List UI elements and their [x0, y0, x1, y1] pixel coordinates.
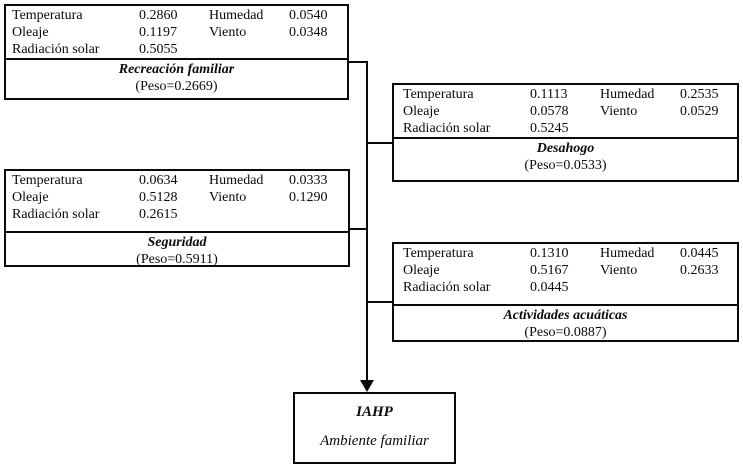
criterion-label: Oleaje — [12, 190, 49, 205]
criterion-label: Oleaje — [403, 263, 440, 278]
criterion-value: 0.2633 — [680, 263, 719, 278]
group-name: Desahogo — [536, 141, 595, 156]
criterion-label: Humedad — [600, 246, 655, 261]
criteria-group-actividades-acuaticas: Temperatura 0.1310 Humedad 0.0445 Oleaje… — [392, 242, 739, 342]
criterion-label: Humedad — [209, 173, 264, 188]
criterion-label: Oleaje — [403, 104, 440, 119]
criterion-label: Radiación solar — [12, 207, 100, 222]
criterion-value: 0.2615 — [139, 207, 178, 222]
criterion-label: Oleaje — [12, 25, 49, 40]
connector-recreacion-familiar — [347, 61, 368, 63]
criterion-label: Temperatura — [12, 173, 83, 188]
criteria-weights-table: Temperatura 0.0634 Humedad 0.0333 Oleaje… — [6, 171, 348, 233]
goal-box-iahp: IAHP Ambiente familiar — [293, 392, 456, 464]
criteria-group-recreacion-familiar: Temperatura 0.2860 Humedad 0.0540 Oleaje… — [4, 4, 349, 100]
criterion-value: 0.1290 — [289, 190, 328, 205]
criterion-label: Viento — [209, 25, 247, 40]
criteria-weights-table: Temperatura 0.2860 Humedad 0.0540 Oleaje… — [6, 6, 347, 60]
group-name: Recreación familiar — [118, 62, 235, 77]
criterion-label: Temperatura — [403, 87, 474, 102]
criterion-value: 0.0333 — [289, 173, 328, 188]
criterion-value: 0.1310 — [530, 246, 569, 261]
spine-line — [366, 61, 368, 381]
criterion-label: Radiación solar — [403, 280, 491, 295]
criterion-value: 0.5245 — [530, 121, 569, 136]
criterion-value: 0.5128 — [139, 190, 178, 205]
criterion-label: Viento — [209, 190, 247, 205]
group-name: Seguridad — [147, 235, 207, 250]
criterion-label: Radiación solar — [403, 121, 491, 136]
connector-desahogo — [368, 142, 393, 144]
goal-title: IAHP — [356, 404, 393, 420]
group-weight: (Peso=0.0533) — [524, 158, 607, 173]
criterion-label: Viento — [600, 263, 638, 278]
criterion-label: Viento — [600, 104, 638, 119]
down-arrow-icon — [360, 380, 374, 392]
criterion-value: 0.1113 — [530, 87, 568, 102]
group-weight: (Peso=0.0887) — [524, 325, 607, 340]
criterion-label: Humedad — [209, 8, 264, 23]
criterion-value: 0.0445 — [680, 246, 719, 261]
criterion-value: 0.0529 — [680, 104, 719, 119]
criterion-value: 0.0634 — [139, 173, 178, 188]
connector-seguridad — [348, 228, 368, 230]
group-weight: (Peso=0.5911) — [136, 252, 218, 267]
group-weight: (Peso=0.2669) — [135, 79, 218, 94]
criterion-value: 0.1197 — [139, 25, 177, 40]
criterion-value: 0.2860 — [139, 8, 178, 23]
criterion-label: Temperatura — [403, 246, 474, 261]
goal-subtitle: Ambiente familiar — [320, 433, 429, 449]
criterion-value: 0.5055 — [139, 42, 178, 57]
criterion-label: Radiación solar — [12, 42, 100, 57]
criteria-group-seguridad: Temperatura 0.0634 Humedad 0.0333 Oleaje… — [4, 169, 350, 267]
group-name: Actividades acuáticas — [503, 308, 628, 323]
criterion-value: 0.2535 — [680, 87, 719, 102]
criteria-weights-table: Temperatura 0.1113 Humedad 0.2535 Oleaje… — [394, 85, 737, 139]
criterion-value: 0.5167 — [530, 263, 569, 278]
criterion-value: 0.0578 — [530, 104, 569, 119]
criterion-value: 0.0348 — [289, 25, 328, 40]
criteria-group-desahogo: Temperatura 0.1113 Humedad 0.2535 Oleaje… — [392, 83, 739, 182]
criterion-label: Humedad — [600, 87, 655, 102]
connector-actividades-acuaticas — [368, 301, 393, 303]
criterion-value: 0.0540 — [289, 8, 328, 23]
criteria-weights-table: Temperatura 0.1310 Humedad 0.0445 Oleaje… — [394, 244, 737, 306]
criterion-value: 0.0445 — [530, 280, 569, 295]
criterion-label: Temperatura — [12, 8, 83, 23]
